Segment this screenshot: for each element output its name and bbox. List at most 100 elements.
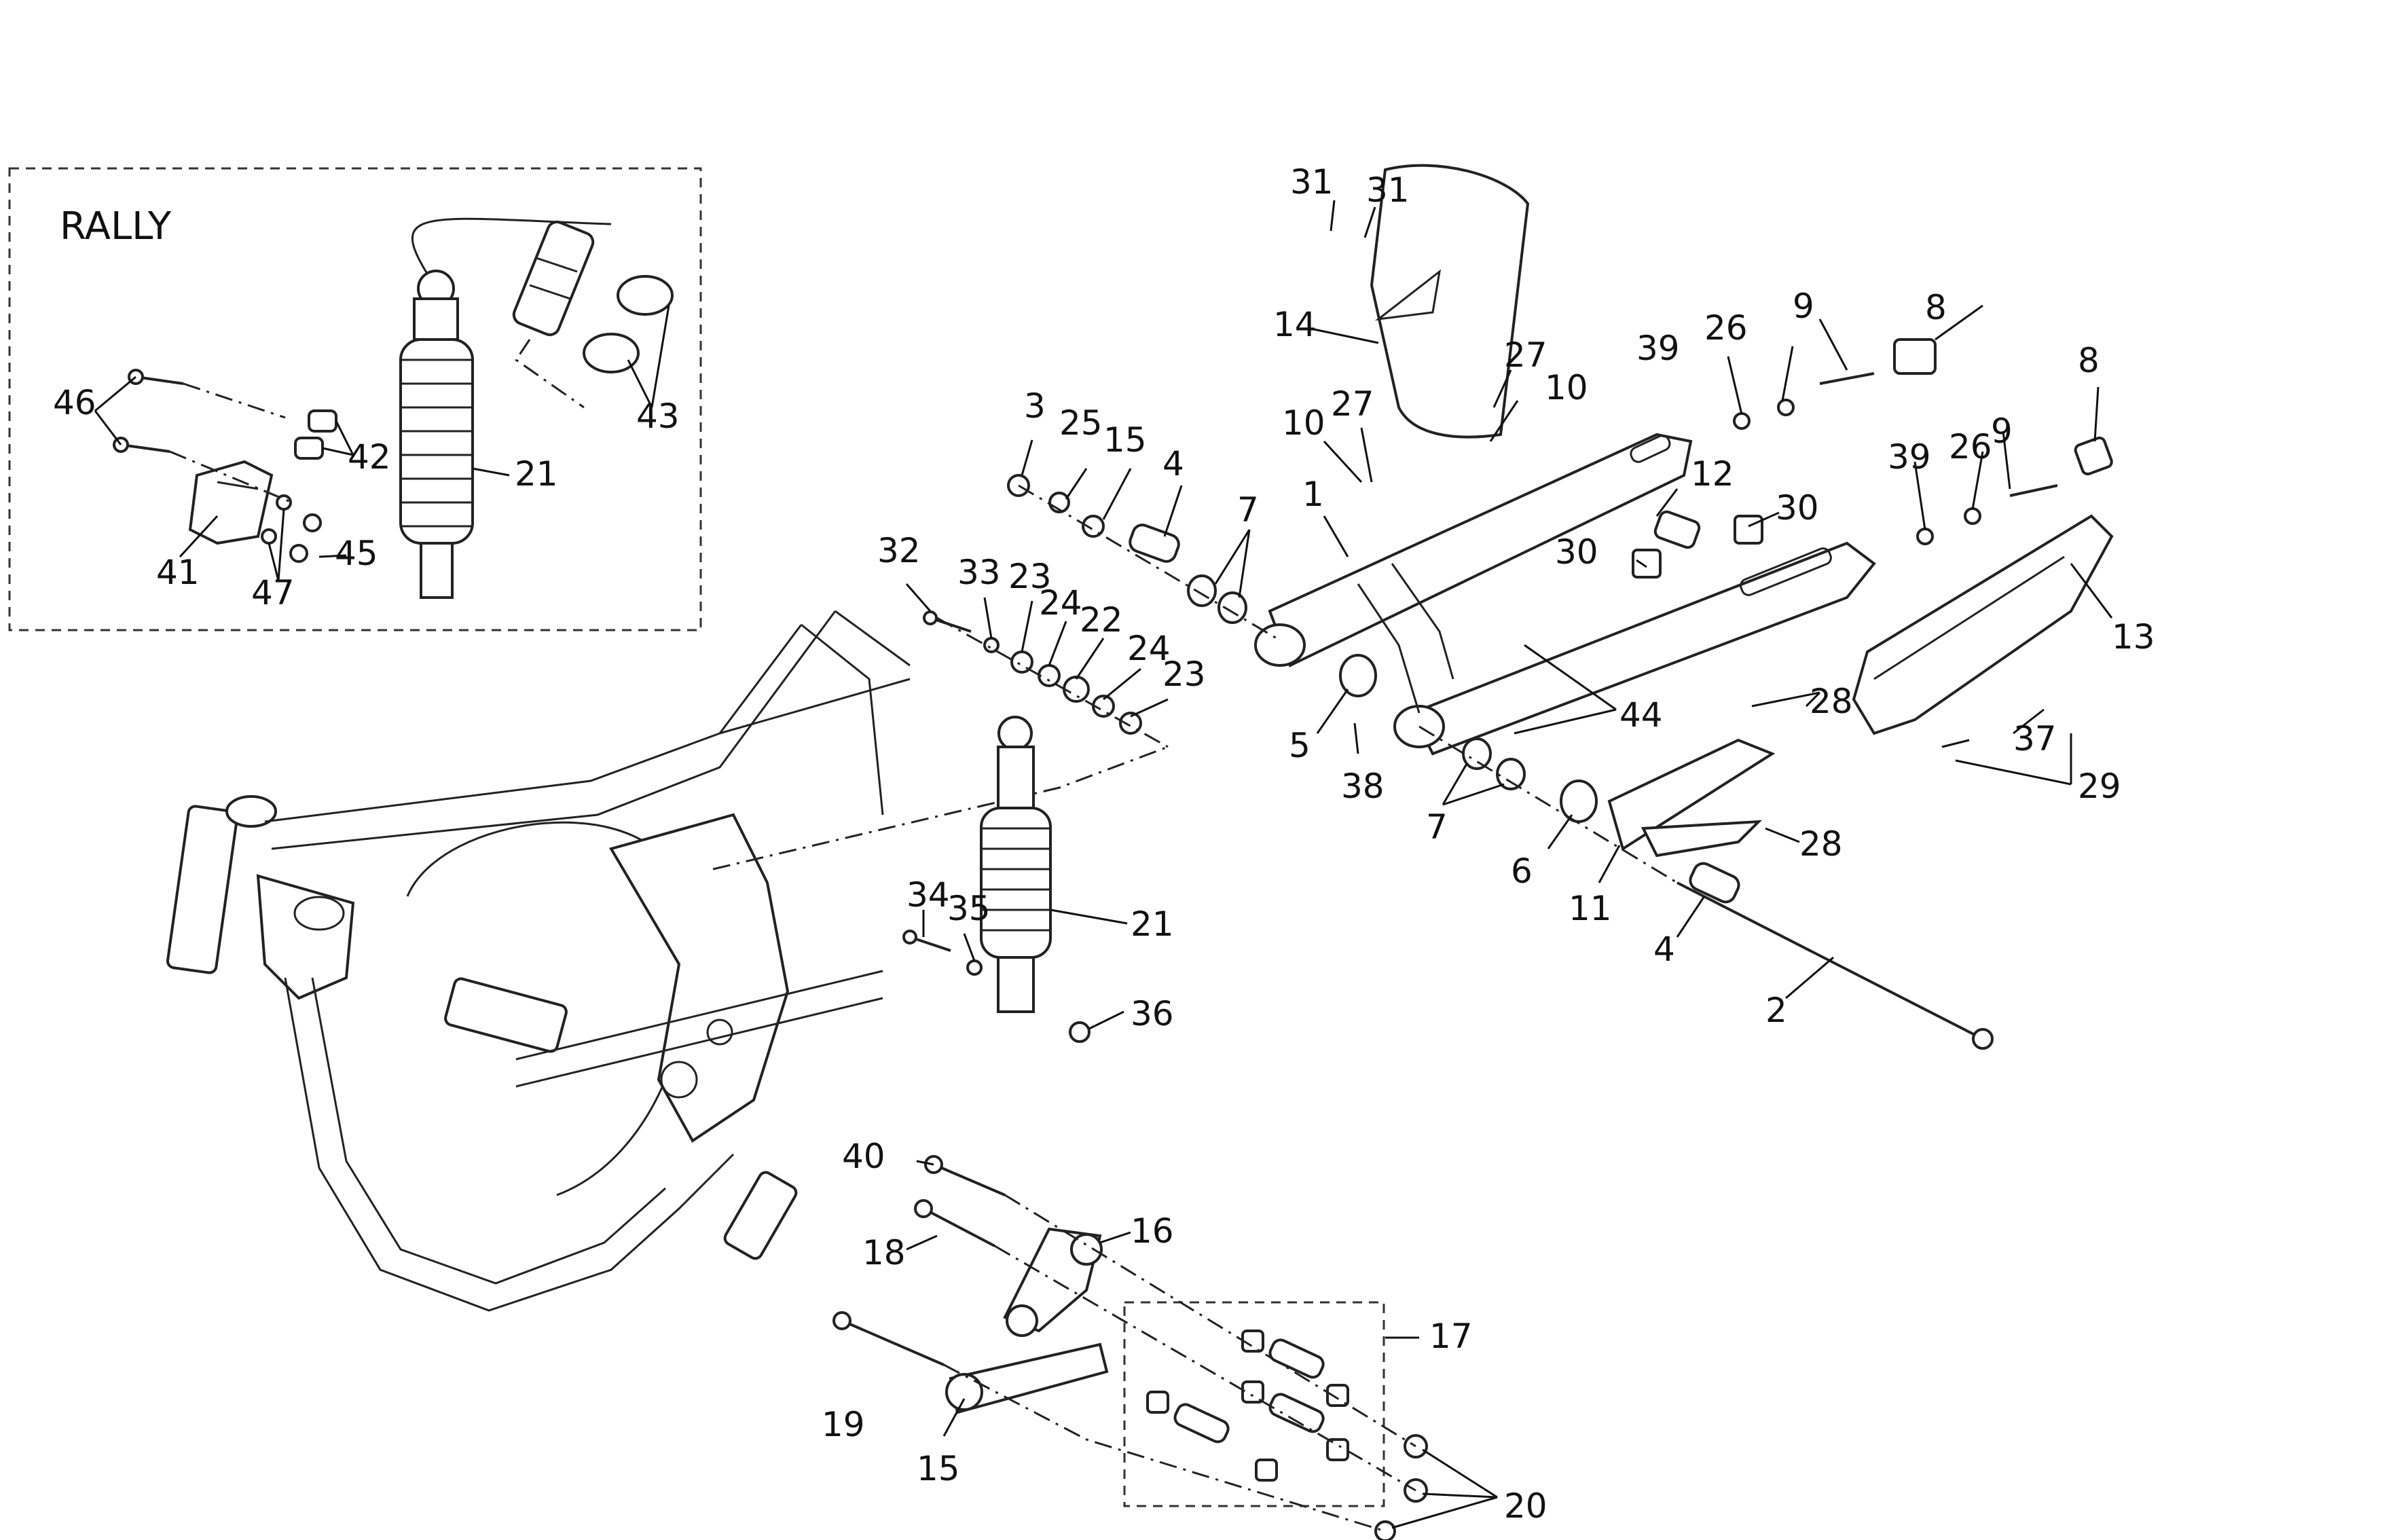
washer-6	[1560, 780, 1598, 823]
callout-46: 46	[53, 383, 96, 422]
callout-29: 29	[2078, 767, 2121, 806]
callout-30-b: 30	[1555, 532, 1598, 572]
rear-mudguard	[1370, 164, 1530, 439]
rally-bolt-2	[120, 443, 170, 453]
pivot-bushing-7d	[1496, 758, 1526, 790]
bolt-19	[841, 1319, 945, 1366]
callout-28-b: 28	[1799, 824, 1843, 864]
callout-8-b: 8	[2078, 341, 2100, 380]
callout-12: 12	[1691, 454, 1734, 494]
washer-5	[1339, 654, 1377, 697]
bushing-15-upper	[1082, 515, 1105, 538]
upper-shock-hardware	[923, 610, 1169, 748]
rally-clamp-upper	[617, 275, 674, 316]
callout-33: 33	[957, 553, 1001, 592]
rally-clamp-lower	[583, 333, 640, 373]
callout-7-top: 7	[1237, 490, 1259, 530]
callout-27-a: 27	[1504, 335, 1547, 375]
rally-inset: RALLY	[8, 167, 702, 631]
callout-13: 13	[2112, 617, 2155, 657]
rally-reservoir	[512, 220, 595, 337]
linkage	[832, 1155, 1428, 1540]
chain-guard	[1852, 514, 2114, 735]
callout-15-top: 15	[1103, 420, 1147, 460]
callout-19: 19	[822, 1405, 865, 1444]
rally-axis-lines	[169, 382, 293, 504]
callout-7-bottom: 7	[1426, 807, 1448, 847]
frame-shock-axis	[712, 746, 1169, 870]
rally-inset-box	[8, 167, 702, 631]
pivot-bushing-7b	[1217, 591, 1247, 624]
callout-9-a: 9	[1793, 287, 1814, 326]
callout-15-bottom: 15	[917, 1449, 960, 1488]
callout-35: 35	[947, 889, 991, 928]
rally-washer-2	[261, 528, 277, 545]
callout-4-top: 4	[1162, 444, 1184, 483]
steering-head-top	[225, 795, 277, 828]
spacer-23b	[1119, 712, 1142, 735]
callout-38: 38	[1341, 767, 1385, 806]
callout-42: 42	[348, 437, 391, 477]
pivot-bushing-7c	[1462, 737, 1492, 770]
leader-lines	[905, 200, 2113, 1529]
callout-47: 47	[251, 573, 295, 612]
callout-31-b: 31	[1366, 170, 1410, 210]
callout-39-b: 39	[1888, 437, 1931, 477]
rally-bushing-1	[308, 409, 337, 433]
callout-24-a: 24	[1039, 583, 1082, 623]
washer-39a	[1733, 412, 1751, 430]
callout-30-a: 30	[1776, 488, 1819, 528]
callout-22: 22	[1080, 600, 1123, 640]
main-frame	[166, 610, 1169, 1312]
callout-9-b: 9	[1991, 411, 2013, 451]
callout-28-a: 28	[1810, 682, 1853, 721]
rally-nut-2	[289, 544, 308, 563]
callout-17: 17	[1429, 1317, 1473, 1356]
axle-adjuster-8a	[1893, 338, 1937, 375]
spacer-4-upper	[1129, 524, 1180, 563]
spacer-12	[1653, 510, 1701, 549]
callout-27-b: 27	[1331, 384, 1374, 424]
callout-31-a: 31	[1290, 162, 1334, 202]
nut-36	[1069, 1021, 1091, 1043]
bearing-kit-box	[1123, 1301, 1385, 1507]
callout-36: 36	[1131, 994, 1174, 1033]
callout-3: 3	[1024, 386, 1046, 426]
callout-11: 11	[1569, 889, 1612, 928]
washer-35	[966, 959, 983, 976]
adjuster-bolt-9b	[2009, 484, 2058, 497]
callout-14: 14	[1273, 305, 1317, 344]
callout-4-bottom: 4	[1653, 930, 1675, 969]
callout-41: 41	[156, 553, 200, 592]
callout-8-a: 8	[1925, 288, 1947, 327]
callout-26-a: 26	[1704, 308, 1748, 348]
callout-10-a: 10	[1545, 368, 1588, 407]
nut-26b	[1964, 507, 1981, 525]
seal-24a	[1038, 664, 1061, 687]
callout-labels: 46 42 21 43 41 47 45 3 25 15 4 7 32 33 2…	[53, 162, 2155, 1526]
steering-head	[166, 805, 239, 974]
callout-1: 1	[1302, 475, 1324, 514]
bearing-22	[1063, 676, 1090, 703]
washer-33	[983, 637, 1000, 653]
callout-37: 37	[2013, 719, 2057, 758]
plate-30a	[1734, 515, 1763, 545]
callout-2: 2	[1765, 991, 1787, 1030]
callout-44: 44	[1619, 695, 1663, 735]
callout-6: 6	[1511, 851, 1533, 891]
axle-adjuster-8b	[2074, 436, 2113, 476]
callout-40: 40	[842, 1137, 885, 1176]
adjuster-bolt-9a	[1819, 372, 1875, 385]
callout-32: 32	[877, 531, 921, 570]
callout-43: 43	[636, 397, 680, 436]
swingarm	[1254, 433, 1876, 756]
chain-slider	[1607, 738, 1776, 851]
rally-nut-1	[303, 513, 322, 532]
callout-45: 45	[335, 534, 378, 573]
callout-34: 34	[906, 875, 950, 915]
chain-guide	[1641, 820, 1763, 858]
bolt-18	[923, 1207, 995, 1247]
rally-inset-title: RALLY	[60, 204, 172, 249]
spacer-4-lower	[1689, 862, 1740, 904]
